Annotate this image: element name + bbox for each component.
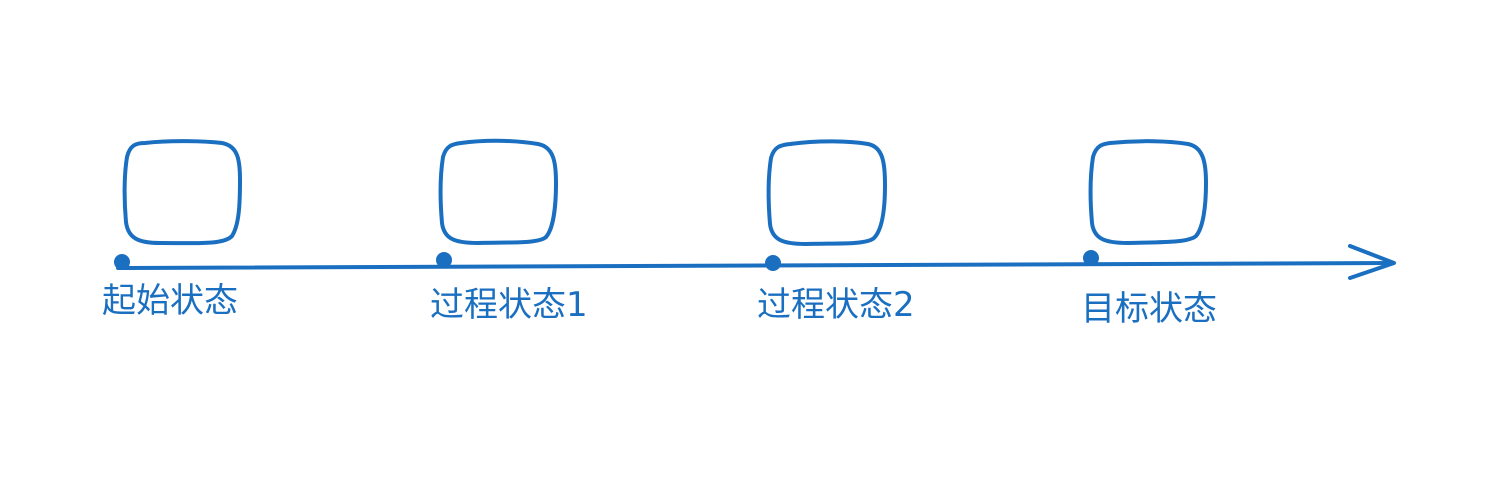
state-box xyxy=(766,139,887,246)
state-marker xyxy=(765,255,781,271)
state-node-target: 目标状态 xyxy=(1081,139,1217,329)
state-box xyxy=(122,139,242,246)
state-node-process-2: 过程状态2 xyxy=(757,139,915,325)
state-node-process-1: 过程状态1 xyxy=(430,138,588,325)
state-label: 过程状态1 xyxy=(430,285,588,325)
state-marker xyxy=(1083,250,1099,266)
timeline-axis xyxy=(116,261,1395,270)
state-label: 目标状态 xyxy=(1081,289,1217,329)
state-marker xyxy=(114,254,130,270)
state-label: 过程状态2 xyxy=(757,285,915,325)
timeline-arrowhead xyxy=(1348,244,1396,280)
state-marker xyxy=(436,252,452,268)
state-box xyxy=(1088,139,1208,245)
state-node-start: 起始状态 xyxy=(102,139,242,321)
state-label: 起始状态 xyxy=(102,281,238,321)
state-box xyxy=(438,138,558,245)
